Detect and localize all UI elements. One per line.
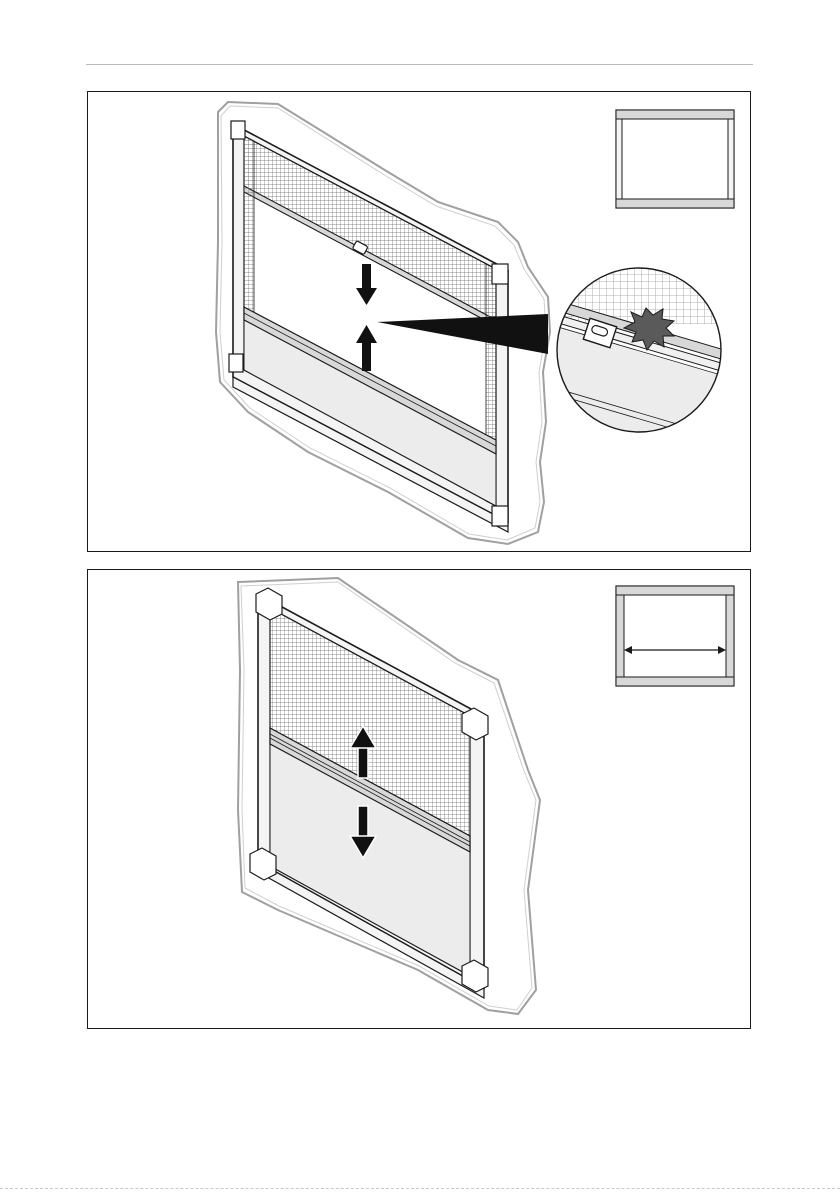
corner-cap xyxy=(492,506,508,526)
figure-2-illustration xyxy=(88,570,752,1030)
detail-magnifier xyxy=(548,262,738,448)
header-rule xyxy=(86,64,753,65)
page-bottom-edge xyxy=(0,1188,840,1189)
corner-cap xyxy=(492,264,508,284)
figure-panel-2 xyxy=(87,569,751,1029)
figure-panel-1 xyxy=(87,91,751,552)
corner-cap xyxy=(231,121,245,139)
figure-1-illustration xyxy=(88,92,752,553)
mini-frame-icon xyxy=(616,110,734,208)
mini-frame-measure-icon xyxy=(616,586,734,686)
corner-cap xyxy=(229,354,243,372)
